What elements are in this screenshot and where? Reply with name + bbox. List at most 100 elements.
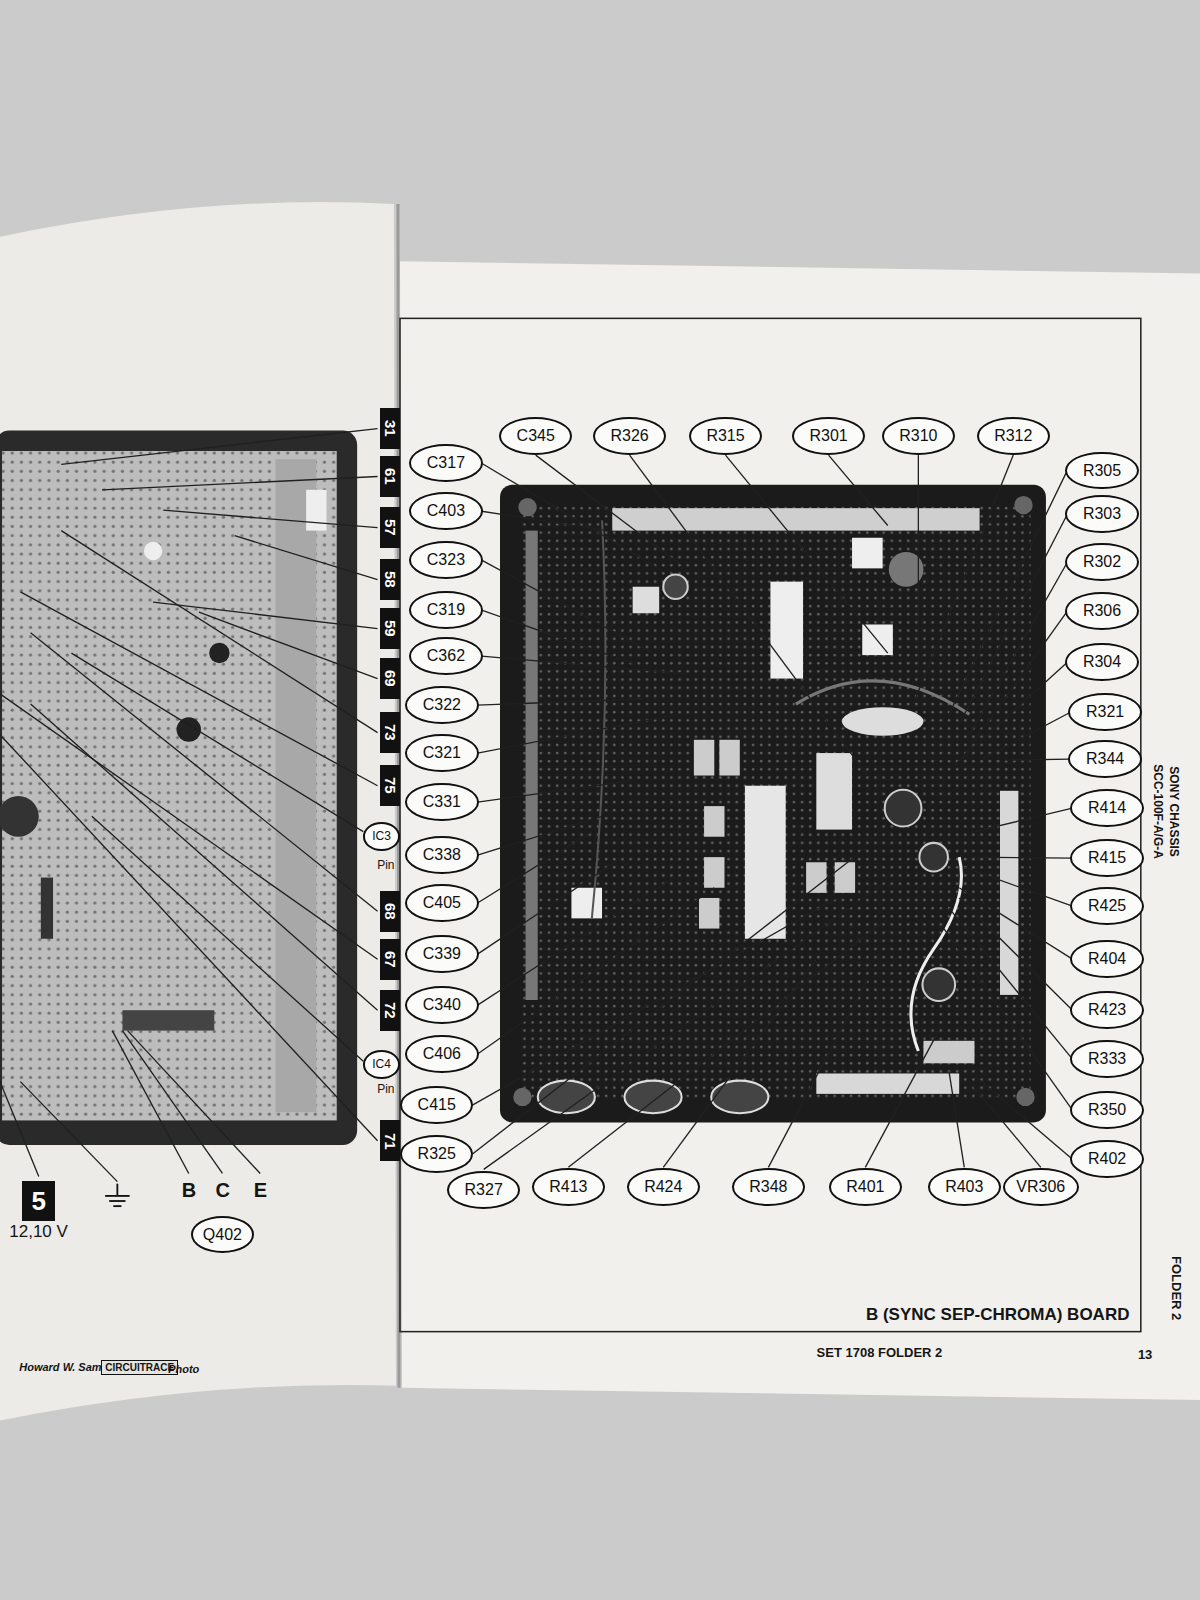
callout-bubble: R424 [627,1168,700,1206]
callout-bubble: R348 [732,1168,805,1206]
leader-lines [0,429,1072,1182]
callout-bubble: C405 [405,884,478,922]
callout-bubble: Q402 [191,1216,254,1253]
callout-text: C340 [423,996,461,1014]
left-page [0,202,396,1420]
callout-number-box: 5 [22,1181,55,1222]
callout-number-box: 67 [380,939,401,980]
callout-text: R310 [899,427,937,445]
callout-number-box: 58 [380,559,401,600]
callout-bubble: C317 [409,444,482,482]
leader-line [964,611,1067,755]
callout-text: R401 [846,1178,884,1196]
callout-text: C321 [423,744,461,762]
callout-bubble: R301 [792,417,865,455]
leader-line [122,1031,222,1174]
leader-line [829,455,888,525]
callout-text: C322 [423,696,461,714]
callout-bubble: R321 [1068,693,1141,731]
callout-text: R305 [1083,462,1121,480]
leader-line [536,455,679,563]
callout-bubble: C415 [400,1086,473,1124]
callout-bubble: R315 [689,417,762,455]
callout-number-box: 59 [380,608,401,649]
callout-text: C317 [427,454,465,472]
callout-text: R425 [1088,897,1126,915]
set-number: SET 1708 FOLDER 2 [817,1346,943,1360]
callout-bubble: R401 [829,1168,902,1206]
callout-text: 73 [382,724,399,741]
left-board-photo [0,431,357,1145]
callout-bubble: VR306 [1003,1168,1079,1206]
leader-line [92,816,363,1061]
callout-bubble: C339 [405,935,478,973]
callout-bubble: R414 [1070,789,1143,827]
callout-text: 57 [382,519,399,536]
callout-text: 69 [382,670,399,687]
callout-number-box: 71 [380,1120,401,1161]
leader-line [954,662,1067,765]
callout-bubble: C406 [405,1035,478,1073]
callout-bubble: R325 [400,1135,473,1173]
callout-text: C362 [427,647,465,665]
callout-text: R415 [1088,849,1126,867]
leader-line [482,560,653,653]
right-page [400,261,1200,1400]
voltage-label: 12,10 V [9,1223,68,1242]
leader-line [482,610,633,663]
callout-text: 59 [382,620,399,637]
callout-text: R304 [1083,653,1121,671]
leader-line [199,612,378,678]
trademark-box: CIRCUITRACE [101,1360,178,1375]
callout-text: R350 [1088,1101,1126,1119]
callout-text: R303 [1083,505,1121,523]
callout-text: R312 [994,427,1032,445]
leader-line [980,712,1071,760]
callout-number-box: 57 [380,507,401,548]
callout-text: C319 [427,601,465,619]
leader-line [484,888,878,1170]
callout-bubble: R403 [928,1168,1001,1206]
callout-number-box: 75 [380,765,401,806]
callout-bubble: R425 [1070,887,1143,925]
pin-label: Pin [377,859,394,872]
leader-line [0,735,378,1141]
leader-line [478,832,592,903]
callout-text: C323 [427,551,465,569]
callout-bubble: C345 [499,417,572,455]
leader-line [630,455,868,775]
lead-label: B [182,1179,196,1201]
page-number: 13 [1138,1348,1152,1362]
callout-text: 68 [382,903,399,920]
callout-bubble: R327 [447,1171,520,1209]
leader-line [949,908,1072,1059]
leader-line [959,514,1067,724]
pin-label: Pin [377,1083,394,1096]
callout-number-box: 73 [380,712,401,753]
callout-text: 58 [382,571,399,588]
leader-line [482,511,608,530]
leader-line [726,455,888,653]
right-board-photo [500,485,1046,1123]
leader-line [31,704,378,1010]
callout-bubble: R304 [1065,643,1138,681]
leader-line [20,592,377,786]
callout-text: R414 [1088,799,1126,817]
leader-line [949,1071,964,1167]
leader-line [568,918,887,1167]
callout-bubble: C323 [409,541,482,579]
callout-bubble: R326 [593,417,666,455]
leader-line [969,1082,1040,1168]
leader-line [865,1031,938,1168]
leader-line [959,888,1072,959]
callout-number-box: 69 [380,658,401,699]
leader-line [969,1071,1072,1159]
callout-bubble: R312 [977,417,1050,455]
callout-text: R423 [1088,1001,1126,1019]
leader-line [478,714,679,753]
callout-number-box: 31 [380,408,401,449]
callout-text: R404 [1088,950,1126,968]
callout-text: R333 [1088,1050,1126,1068]
leader-line [0,1082,39,1177]
